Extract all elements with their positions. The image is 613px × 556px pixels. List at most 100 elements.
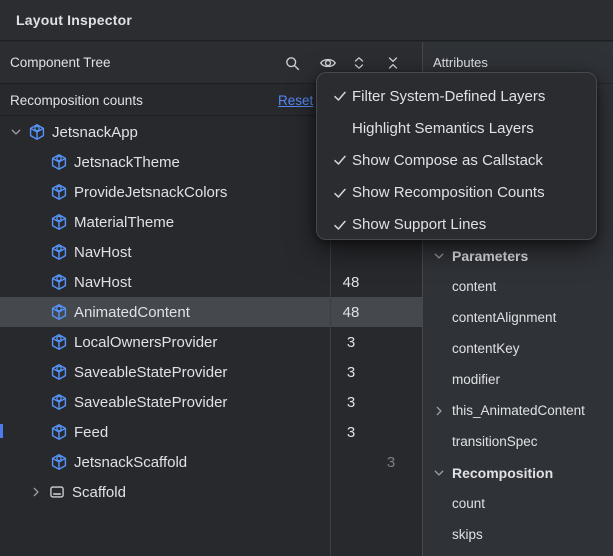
tree-row[interactable]: Feed 3	[0, 417, 422, 447]
recomposition-count: 3	[346, 393, 356, 411]
attribute-row[interactable]: this_AnimatedContent	[423, 395, 613, 426]
chevron-down-icon[interactable]	[432, 466, 446, 480]
attribute-row[interactable]: count	[423, 488, 613, 519]
attribute-name: content	[452, 279, 497, 294]
checkmark-placeholder	[331, 119, 349, 137]
component-tree-title: Component Tree	[10, 55, 111, 70]
collapse-all-icon[interactable]	[382, 52, 404, 74]
menu-item-label: Show Recomposition Counts	[352, 184, 545, 202]
tree-row[interactable]: NavHost 48	[0, 267, 422, 297]
compose-icon	[50, 243, 68, 261]
compose-icon	[50, 303, 68, 321]
recomposition-count: 3	[346, 363, 356, 381]
menu-item[interactable]: Show Compose as Callstack	[317, 144, 596, 176]
menu-item-label: Show Compose as Callstack	[352, 151, 543, 169]
section-title: Parameters	[452, 247, 529, 264]
compose-icon	[50, 393, 68, 411]
section-title: Recomposition	[452, 464, 554, 481]
tree-row[interactable]: NavHost	[0, 237, 422, 267]
compose-icon	[50, 363, 68, 381]
tree-node-label: JetsnackScaffold	[74, 453, 188, 471]
tree-node-label: JetsnackApp	[52, 123, 138, 141]
tree-row[interactable]: JetsnackScaffold 3	[0, 447, 422, 477]
recomposition-skips: 3	[386, 453, 396, 471]
menu-item[interactable]: Filter System-Defined Layers	[317, 80, 596, 112]
menu-item-label: Filter System-Defined Layers	[352, 87, 546, 105]
attributes-title: Attributes	[433, 55, 488, 70]
tree-row[interactable]: AnimatedContent 48	[0, 297, 422, 327]
attribute-name: contentAlignment	[452, 310, 557, 325]
tree-node-label: MaterialTheme	[74, 213, 175, 231]
expand-all-icon[interactable]	[348, 52, 370, 74]
recomposition-count: 3	[346, 423, 356, 441]
checkmark-icon	[331, 184, 349, 202]
tree-node-label: ProvideJetsnackColors	[74, 183, 228, 201]
recomposition-count: 3	[346, 333, 356, 351]
menu-item-label: Show Support Lines	[352, 216, 487, 234]
tree-row[interactable]: MaterialTheme	[0, 207, 422, 237]
scaffold-icon	[48, 483, 66, 501]
tree-node-label: AnimatedContent	[74, 303, 190, 321]
chevron-right-icon[interactable]	[432, 404, 446, 418]
window-title: Layout Inspector	[16, 12, 132, 28]
tree-row[interactable]: JetsnackTheme	[0, 147, 422, 177]
attribute-name: modifier	[452, 372, 501, 387]
compose-icon	[50, 213, 68, 231]
search-icon[interactable]	[281, 52, 303, 74]
recomposition-count: 48	[342, 303, 360, 321]
attribute-name: contentKey	[452, 341, 520, 356]
compose-icon	[50, 333, 68, 351]
checkmark-icon	[331, 151, 349, 169]
tree-row[interactable]: SaveableStateProvider 3	[0, 387, 422, 417]
attribute-name: skips	[452, 527, 483, 542]
attribute-row[interactable]: contentKey	[423, 333, 613, 364]
tree-node-label: SaveableStateProvider	[74, 393, 228, 411]
attribute-row[interactable]: contentAlignment	[423, 302, 613, 333]
tree-node-label: NavHost	[74, 243, 132, 261]
attributes-section-header[interactable]: Recomposition	[423, 457, 613, 488]
tree-node-label: LocalOwnersProvider	[74, 333, 218, 351]
recomposition-count: 48	[342, 273, 360, 291]
recomposition-counts-label: Recomposition counts	[10, 92, 143, 108]
menu-item-label: Highlight Semantics Layers	[352, 119, 534, 137]
menu-item[interactable]: Show Recomposition Counts	[317, 177, 596, 209]
chevron-down-icon[interactable]	[432, 249, 446, 263]
tree-node-label: JetsnackTheme	[74, 153, 180, 171]
edge-artifact	[0, 424, 3, 438]
reset-counts-link[interactable]: Reset	[278, 92, 314, 108]
panel-divider[interactable]	[422, 42, 423, 556]
attribute-row[interactable]: skips	[423, 519, 613, 550]
tree-row[interactable]: SaveableStateProvider 3	[0, 357, 422, 387]
attribute-name: transitionSpec	[452, 434, 538, 449]
component-tree-list: JetsnackApp JetsnackTheme ProvideJetsnac…	[0, 117, 422, 507]
tree-row[interactable]: JetsnackApp	[0, 117, 422, 147]
checkmark-icon	[331, 216, 349, 234]
attribute-name: count	[452, 496, 486, 511]
compose-icon	[50, 423, 68, 441]
tree-row[interactable]: ProvideJetsnackColors	[0, 177, 422, 207]
menu-item[interactable]: Highlight Semantics Layers	[317, 112, 596, 144]
tree-node-label: Feed	[74, 423, 109, 441]
attribute-row[interactable]: content	[423, 271, 613, 302]
checkmark-icon	[331, 87, 349, 105]
counts-column-divider	[330, 117, 331, 556]
attribute-row[interactable]: transitionSpec	[423, 426, 613, 457]
attributes-list: Parameters content contentAlignment content…	[423, 240, 613, 550]
compose-icon	[50, 183, 68, 201]
compose-icon	[50, 453, 68, 471]
tree-node-label: NavHost	[74, 273, 132, 291]
view-options-eye-icon[interactable]	[317, 52, 339, 74]
compose-icon	[28, 123, 46, 141]
tree-row[interactable]: Scaffold	[0, 477, 422, 507]
tree-row[interactable]: LocalOwnersProvider 3	[0, 327, 422, 357]
chevron-down-icon[interactable]	[8, 124, 24, 140]
tree-node-label: SaveableStateProvider	[74, 363, 228, 381]
chevron-right-icon[interactable]	[28, 484, 44, 500]
compose-icon	[50, 153, 68, 171]
attributes-section-header[interactable]: Parameters	[423, 240, 613, 271]
tree-node-label: Scaffold	[72, 483, 126, 501]
menu-item[interactable]: Show Support Lines	[317, 209, 596, 241]
attribute-row[interactable]: modifier	[423, 364, 613, 395]
